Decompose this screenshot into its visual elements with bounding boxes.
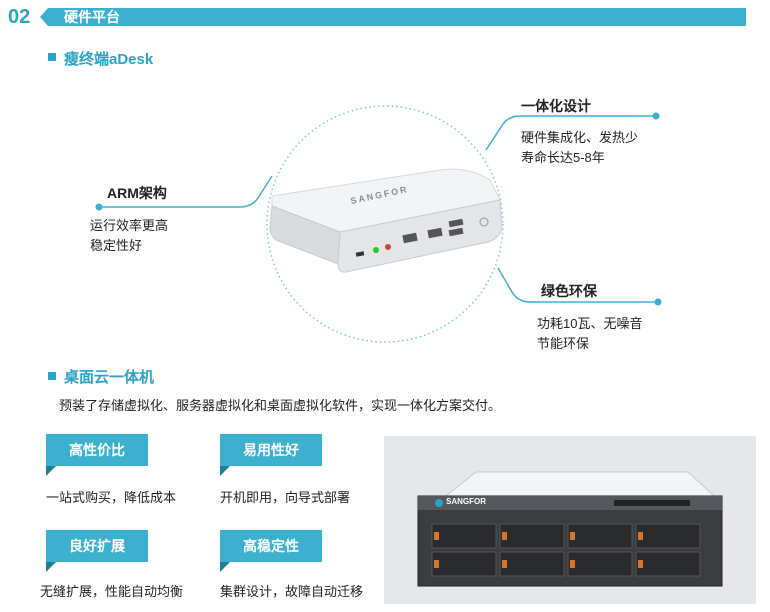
feature-line: 寿命长达5-8年 bbox=[521, 150, 605, 165]
tag-fold bbox=[220, 466, 230, 476]
arm-connector-dot bbox=[95, 203, 103, 211]
thin-client-title: 瘦终端aDesk bbox=[64, 51, 154, 68]
tag-text-cost: 一站式购买，降低成本 bbox=[46, 490, 177, 505]
tag-stability: 高稳定性 bbox=[220, 530, 322, 562]
design-connector-line bbox=[485, 115, 656, 151]
tag-usability: 易用性好 bbox=[220, 434, 322, 466]
tag-expansion: 良好扩展 bbox=[46, 530, 148, 562]
tag-text-stability: 集群设计，故障自动迁移 bbox=[220, 584, 364, 599]
all-in-one-intro: 预装了存储虚拟化、服务器虚拟化和桌面虚拟化软件，实现一体化方案交付。 bbox=[59, 398, 502, 413]
feature-line: 节能环保 bbox=[537, 336, 590, 351]
section-title: 硬件平台 bbox=[64, 9, 120, 25]
green-connector-line bbox=[497, 267, 658, 303]
thin-client-device bbox=[269, 168, 503, 273]
tag-fold bbox=[220, 562, 230, 572]
feature-text-green: 功耗10瓦、无噪音 节能环保 bbox=[537, 314, 642, 354]
server-image bbox=[417, 471, 723, 587]
feature-line: 功耗10瓦、无噪音 bbox=[537, 316, 643, 331]
design-connector-dot bbox=[652, 112, 660, 120]
feature-line: 稳定性好 bbox=[90, 238, 143, 253]
green-connector-dot bbox=[654, 298, 662, 306]
tag-text-expansion: 无缝扩展，性能自动均衡 bbox=[40, 584, 184, 599]
section-number: 02 bbox=[8, 6, 31, 28]
bullet-square-icon bbox=[48, 53, 56, 61]
feature-text-arm: 运行效率更高 稳定性好 bbox=[90, 216, 168, 256]
feature-line: 运行效率更高 bbox=[90, 218, 169, 233]
server-brand-label: SANGFOR bbox=[446, 497, 486, 506]
header-arrow bbox=[40, 8, 48, 26]
feature-title-design: 一体化设计 bbox=[521, 98, 591, 114]
arm-connector-line bbox=[99, 175, 273, 208]
dotted-circle bbox=[266, 105, 504, 343]
feature-text-design: 硬件集成化、发热少 寿命长达5-8年 bbox=[521, 128, 638, 168]
all-in-one-title: 桌面云一体机 bbox=[64, 369, 155, 386]
feature-line: 硬件集成化、发热少 bbox=[521, 130, 639, 145]
tag-fold bbox=[46, 562, 56, 572]
tag-fold bbox=[46, 466, 56, 476]
tag-cost: 高性价比 bbox=[46, 434, 148, 466]
feature-title-arm: ARM架构 bbox=[107, 185, 167, 201]
tag-text-usability: 开机即用，向导式部署 bbox=[220, 490, 351, 505]
header-bar bbox=[48, 8, 746, 26]
feature-title-green: 绿色环保 bbox=[541, 283, 597, 299]
bullet-square-icon bbox=[48, 372, 56, 380]
